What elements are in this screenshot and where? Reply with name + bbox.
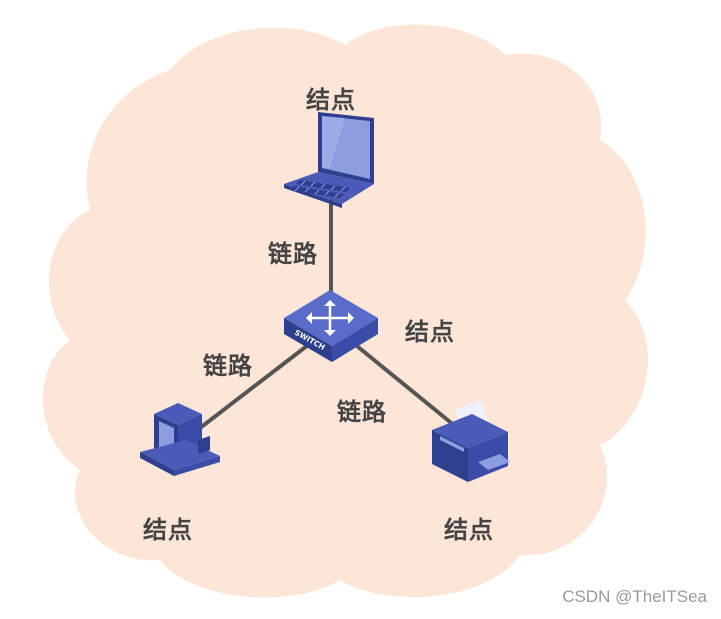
laptop-icon	[284, 112, 374, 208]
watermark-text: CSDN @TheITSea	[562, 587, 707, 606]
link-label-switch-printer: 链路	[337, 398, 387, 426]
node-label-printer: 结点	[444, 516, 494, 544]
node-label-desktop: 结点	[143, 516, 193, 544]
desktop-computer-icon	[140, 403, 220, 476]
link-label-switch-desktop: 链路	[203, 352, 253, 380]
link-switch-printer	[350, 340, 457, 428]
node-label-laptop: 结点	[306, 86, 356, 114]
node-label-switch: 结点	[405, 318, 455, 346]
link-label-switch-laptop: 链路	[268, 240, 318, 268]
printer-icon	[432, 400, 510, 482]
link-switch-desktop	[198, 340, 314, 430]
